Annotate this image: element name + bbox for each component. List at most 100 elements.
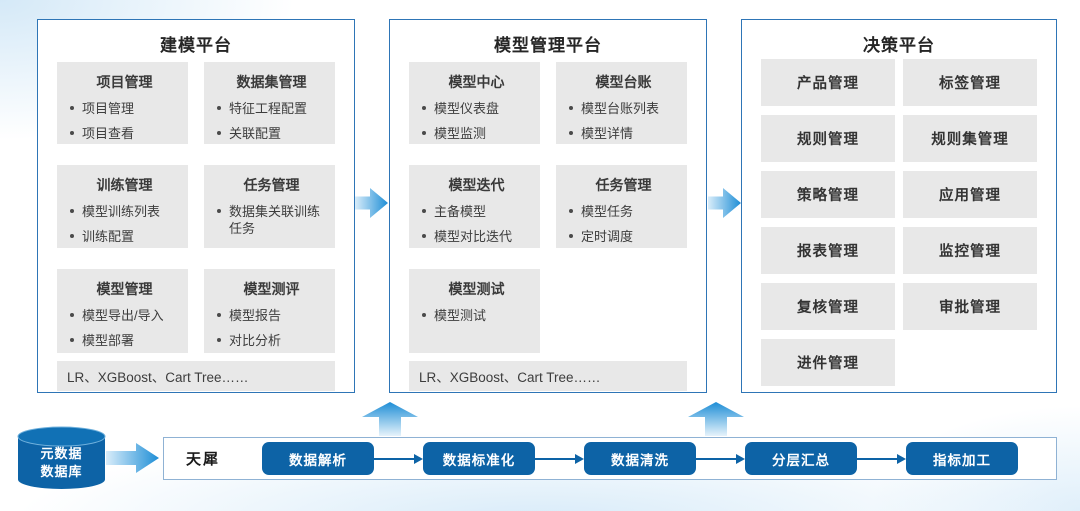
card-bullet-item: 模型详情 — [568, 125, 679, 142]
bullet-dot-icon — [217, 106, 221, 110]
feature-card: 数据集管理特征工程配置关联配置 — [204, 62, 335, 144]
metadata-database-cylinder: 元数据 数据库 — [17, 426, 106, 490]
module-card-label: 应用管理 — [939, 188, 1001, 204]
bullet-dot-icon — [569, 234, 573, 239]
card-bullet-item: 项目管理 — [69, 100, 180, 117]
card-item-label: 关联配置 — [229, 126, 282, 142]
panel-title: 建模平台 — [160, 36, 232, 55]
card-title: 模型台账 — [595, 74, 652, 90]
bullet-dot-icon — [422, 131, 426, 136]
card-item-label: 模型监测 — [434, 126, 487, 142]
module-card: 规则管理 — [761, 115, 895, 162]
bullet-dot-icon — [422, 313, 426, 317]
card-title: 数据集管理 — [236, 74, 307, 90]
card-title: 训练管理 — [96, 177, 153, 193]
card-title: 任务管理 — [595, 177, 652, 193]
bullet-dot-icon — [70, 338, 74, 343]
database-label: 元数据 数据库 — [17, 426, 106, 490]
step-connector — [374, 453, 424, 464]
card-item-label: 模型仪表盘 — [434, 101, 500, 116]
bullet-dot-icon — [70, 313, 74, 317]
module-card-label: 报表管理 — [797, 244, 859, 260]
module-card: 进件管理 — [761, 339, 895, 386]
card-item-label: 项目管理 — [82, 101, 135, 116]
card-bullet-item: 特征工程配置 — [216, 100, 327, 117]
card-item-label: 模型报告 — [229, 308, 282, 323]
card-item-label: 模型导出/导入 — [82, 308, 164, 323]
module-card-label: 复核管理 — [797, 300, 859, 316]
card-grid: 产品管理标签管理规则管理规则集管理策略管理应用管理报表管理监控管理复核管理审批管… — [761, 59, 1037, 386]
module-card-label: 规则管理 — [797, 132, 859, 148]
card-bullet-item: 数据集关联训练任务 — [216, 203, 327, 237]
card-title: 模型测评 — [243, 281, 300, 297]
module-card: 审批管理 — [903, 283, 1037, 330]
module-card: 报表管理 — [761, 227, 895, 274]
card-bullet-item: 对比分析 — [216, 332, 327, 349]
card-bullet-item: 模型监测 — [421, 125, 532, 142]
card-bullet-item: 模型部署 — [69, 332, 180, 349]
flow-arrow-up-icon — [362, 402, 418, 436]
database-label-line2: 数据库 — [40, 463, 83, 479]
pipeline-steps: 数据解析数据标准化数据清洗分层汇总指标加工 — [262, 442, 1019, 475]
card-item-label: 模型测试 — [434, 308, 487, 323]
pipeline-step: 数据清洗 — [584, 442, 697, 475]
panel-modeling-platform: 建模平台 项目管理项目管理项目查看数据集管理特征工程配置关联配置训练管理模型训练… — [37, 19, 355, 393]
connector-arrowhead-icon — [736, 453, 746, 464]
algorithms-bar: LR、XGBoost、Cart Tree…… — [409, 361, 687, 391]
feature-card: 项目管理项目管理项目查看 — [57, 62, 188, 144]
connector-line — [535, 457, 576, 460]
bullet-dot-icon — [217, 131, 221, 136]
module-card-label: 审批管理 — [939, 300, 1001, 316]
module-card-label: 产品管理 — [797, 76, 859, 92]
feature-card: 任务管理模型任务定时调度 — [556, 165, 687, 248]
data-pipeline-box: 天犀 数据解析数据标准化数据清洗分层汇总指标加工 — [163, 437, 1057, 480]
database-label-line1: 元数据 — [40, 445, 83, 461]
card-grid: 项目管理项目管理项目查看数据集管理特征工程配置关联配置训练管理模型训练列表训练配… — [57, 62, 335, 353]
card-item-label: 模型部署 — [82, 333, 135, 349]
card-title: 项目管理 — [96, 74, 153, 90]
card-bullet-item: 模型导出/导入 — [69, 307, 180, 324]
card-bullet-item: 训练配置 — [69, 228, 180, 245]
card-item-label: 模型台账列表 — [581, 101, 660, 116]
bullet-dot-icon — [217, 338, 221, 343]
bullet-dot-icon — [70, 234, 74, 239]
tianxi-label: 天犀 — [186, 451, 221, 468]
card-title: 模型测试 — [448, 281, 505, 297]
connector-line — [696, 457, 737, 460]
module-card-label: 规则集管理 — [931, 132, 1009, 148]
step-connector — [857, 453, 907, 464]
connector-line — [374, 457, 415, 460]
module-card: 标签管理 — [903, 59, 1037, 106]
card-item-label: 主备模型 — [434, 204, 487, 219]
card-bullet-item: 模型报告 — [216, 307, 327, 324]
card-item-label: 特征工程配置 — [229, 101, 308, 116]
card-item-label: 模型任务 — [581, 204, 634, 219]
database-cylinder-icon — [17, 426, 106, 489]
card-bullet-item: 模型训练列表 — [69, 203, 180, 220]
flow-arrow-right-icon — [355, 188, 388, 218]
bullet-dot-icon — [217, 209, 221, 213]
bullet-dot-icon — [569, 106, 573, 110]
flow-arrow-right-icon — [708, 188, 741, 218]
step-connector — [696, 453, 746, 464]
card-bullet-item: 定时调度 — [568, 228, 679, 245]
flow-arrow-up-icon — [688, 402, 744, 436]
bullet-dot-icon — [422, 209, 426, 213]
algorithms-bar: LR、XGBoost、Cart Tree…… — [57, 361, 335, 391]
module-card: 规则集管理 — [903, 115, 1037, 162]
bullet-dot-icon — [70, 106, 74, 110]
panel-decision-platform: 决策平台 产品管理标签管理规则管理规则集管理策略管理应用管理报表管理监控管理复核… — [741, 19, 1057, 393]
module-card-label: 标签管理 — [939, 76, 1001, 92]
card-title: 模型迭代 — [448, 177, 505, 193]
pipeline-step: 数据标准化 — [423, 442, 536, 475]
connector-arrowhead-icon — [575, 453, 585, 464]
module-card: 产品管理 — [761, 59, 895, 106]
card-bullet-item: 模型仪表盘 — [421, 100, 532, 117]
card-bullet-item: 主备模型 — [421, 203, 532, 220]
step-connector — [535, 453, 585, 464]
bullet-dot-icon — [569, 131, 573, 136]
module-card-label: 策略管理 — [797, 188, 859, 204]
bullet-dot-icon — [422, 234, 426, 239]
panel-title: 决策平台 — [863, 36, 935, 55]
